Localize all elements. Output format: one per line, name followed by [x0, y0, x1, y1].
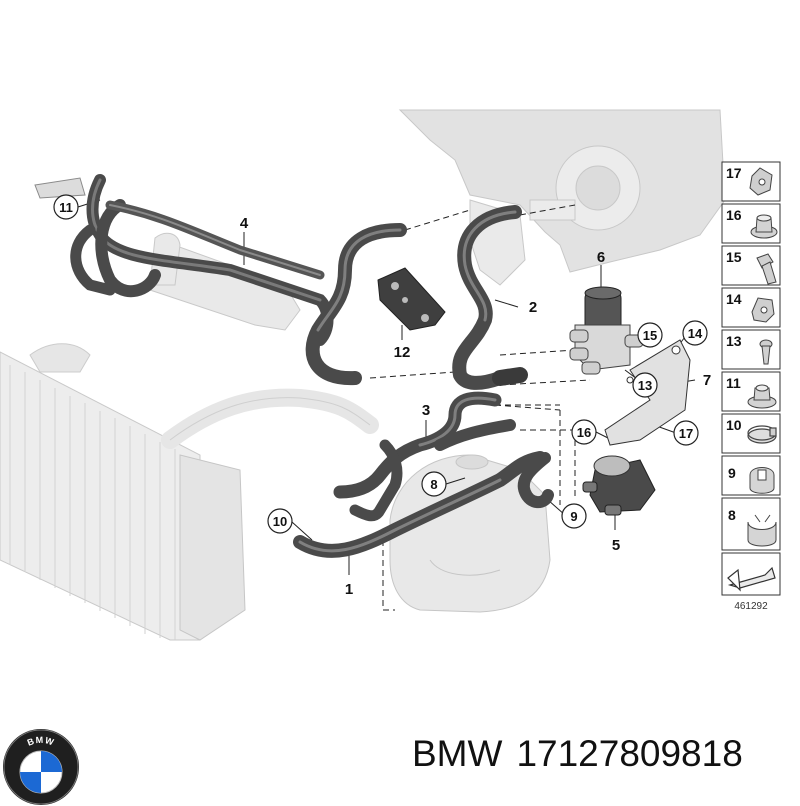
- engine-block-ghost: [398, 109, 726, 286]
- flange-nut-icon: [747, 384, 777, 409]
- spring-clip-icon: [749, 467, 775, 494]
- svg-text:8: 8: [430, 477, 437, 492]
- bmw-logo: BMW: [3, 729, 79, 805]
- label-4: 4: [240, 215, 249, 232]
- svg-text:17: 17: [679, 426, 693, 441]
- callout-13: 13: [632, 372, 658, 398]
- screw-icon: [759, 339, 773, 365]
- callout-11: 11: [53, 194, 79, 220]
- label-7: 7: [703, 372, 711, 389]
- direction-arrow-icon: [727, 566, 776, 592]
- catalog-code: 461292: [734, 601, 768, 612]
- callout-15: 15: [637, 322, 663, 348]
- valve-6: [569, 286, 644, 375]
- hose-1: [293, 451, 554, 558]
- legend-label-9: 9: [728, 465, 736, 481]
- part-number: 17127809818: [516, 733, 743, 774]
- bolt-icon: [756, 253, 777, 285]
- legend-label-16: 16: [726, 207, 742, 223]
- label-1: 1: [345, 581, 353, 598]
- legend-label-17: 17: [726, 165, 742, 181]
- legend-label-15: 15: [726, 249, 742, 265]
- holder-clip-icon: [747, 514, 777, 547]
- bracket-ghost: [34, 177, 86, 199]
- svg-text:13: 13: [638, 378, 652, 393]
- legend-label-11: 11: [726, 375, 741, 391]
- callout-8: 8: [421, 471, 447, 497]
- callout-17: 17: [673, 420, 699, 446]
- callout-16: 16: [571, 419, 597, 445]
- label-5: 5: [612, 537, 620, 554]
- callout-14: 14: [682, 320, 708, 346]
- svg-text:9: 9: [570, 509, 577, 524]
- svg-text:10: 10: [273, 514, 287, 529]
- label-6: 6: [597, 249, 605, 266]
- svg-text:11: 11: [59, 200, 73, 215]
- clip-icon: [751, 297, 775, 323]
- hose-clamp-icon: [747, 425, 777, 444]
- label-2: 2: [529, 299, 537, 316]
- hose-2: [305, 205, 528, 390]
- part-12: [377, 267, 446, 331]
- callout-9: 9: [561, 503, 587, 529]
- cap-nut-icon: [750, 214, 778, 239]
- label-3: 3: [422, 402, 430, 419]
- svg-text:16: 16: [577, 425, 591, 440]
- radiator-ghost: [0, 343, 246, 641]
- part-title: BMW 17127809818: [412, 733, 757, 775]
- brand-name: BMW: [412, 733, 503, 774]
- leader-lines: [369, 204, 591, 611]
- legend-label-13: 13: [726, 333, 742, 349]
- svg-text:15: 15: [643, 328, 657, 343]
- callout-10: 10: [267, 508, 293, 534]
- legend-label-10: 10: [726, 417, 742, 433]
- svg-text:14: 14: [688, 326, 703, 341]
- legend-label-14: 14: [726, 291, 742, 307]
- parts-legend: 17 16 15 14 13 11 10 9 8: [721, 161, 781, 612]
- logo-text: BMW: [26, 735, 56, 748]
- ghost-pipe: [161, 388, 379, 449]
- label-12: 12: [394, 344, 411, 361]
- hose-3: [333, 391, 516, 522]
- legend-label-8: 8: [728, 507, 736, 523]
- clip-nut-icon: [749, 167, 773, 196]
- pump-5: [582, 455, 656, 516]
